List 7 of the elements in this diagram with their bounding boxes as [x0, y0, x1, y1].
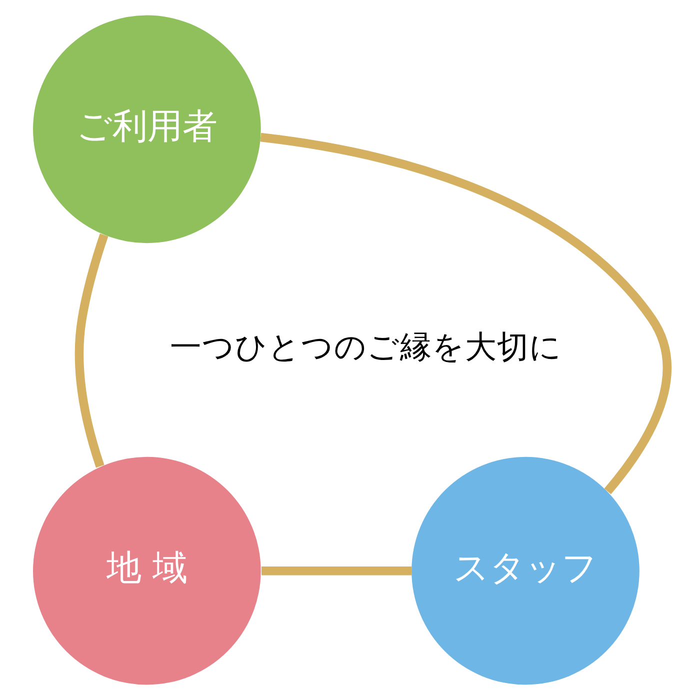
node-circle: 地 域 — [32, 456, 260, 685]
connector — [74, 234, 108, 468]
connector — [260, 132, 671, 494]
node-circle: ご利用者 — [32, 15, 260, 244]
node-circle: スタッフ — [411, 456, 639, 685]
label: 一つひとつのご縁を大切に — [170, 330, 562, 366]
connector — [261, 566, 412, 576]
